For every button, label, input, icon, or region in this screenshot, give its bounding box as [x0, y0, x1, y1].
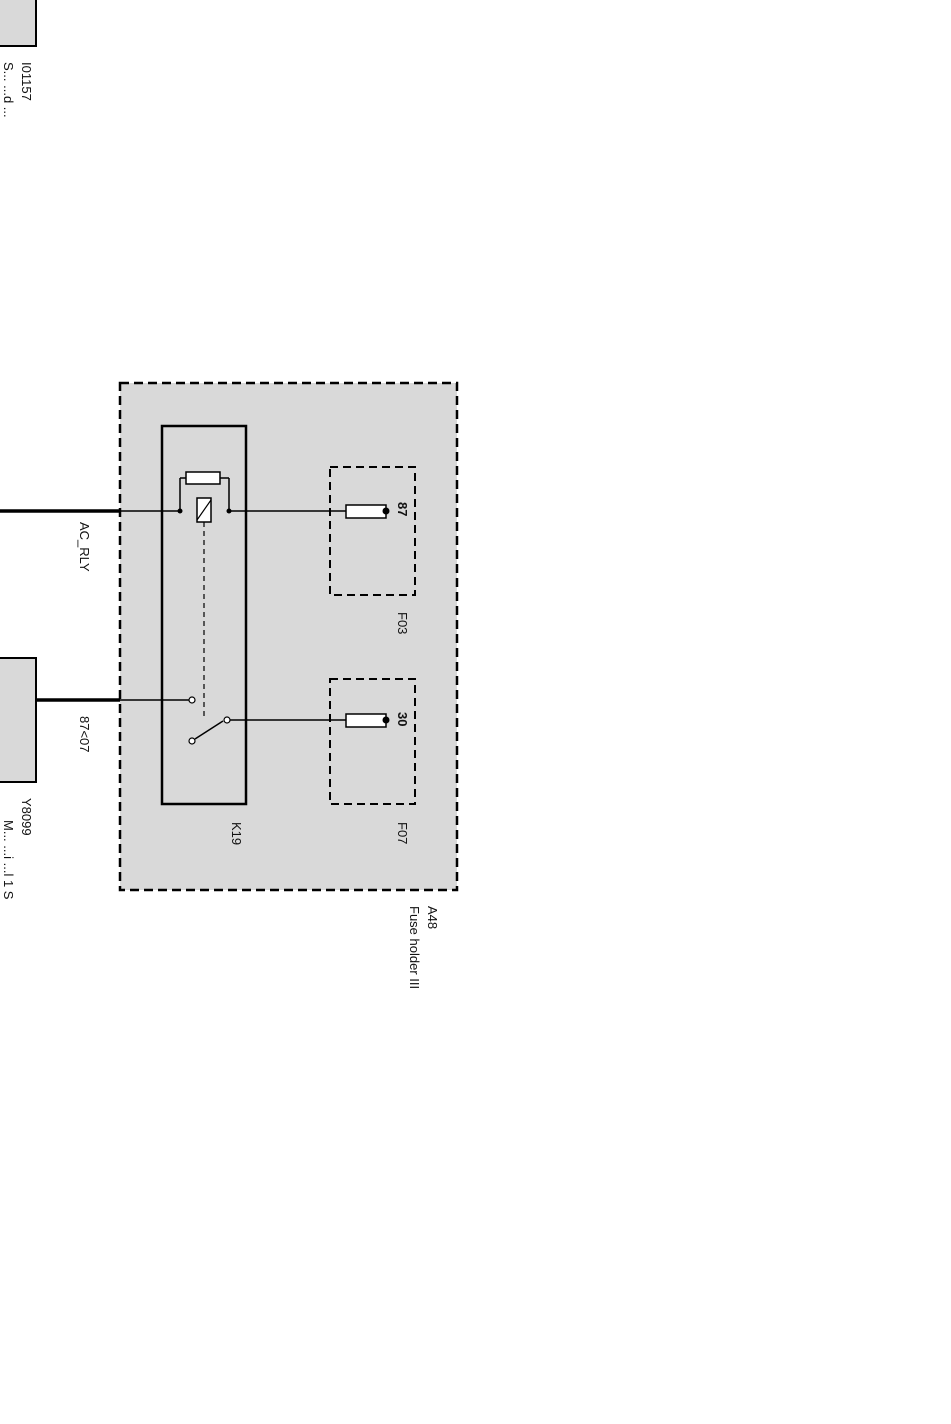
relay-coil-icon: [177, 471, 232, 716]
fuse-f03-id: F03: [395, 612, 410, 634]
fuse-f03-pin: 87: [395, 502, 410, 516]
wire-ac-rly-label: AC_RLY: [77, 522, 92, 572]
fuse-f03: 87 F03: [329, 466, 416, 634]
fuse-f03-outline: [329, 466, 416, 596]
fuse-icon: [345, 504, 390, 519]
fuse-f07-pin: 30: [395, 712, 410, 726]
fuse-holder-a48-outline: [118, 381, 459, 892]
connector-y8099-box: [0, 657, 37, 783]
wire-ac-rly: AC_RLY: [0, 509, 346, 572]
connector-i01157-id: I01157: [19, 62, 34, 101]
fuse-holder-a48-id: A48: [425, 906, 440, 929]
connector-i01157-box: [0, 0, 37, 47]
fuse-f07-outline: [329, 678, 416, 805]
connector-y8099-description: M... ...i ...l 1 S: [1, 820, 16, 900]
connector-y8099: Y8099 M... ...i ...l 1 S: [0, 657, 37, 900]
wire-87-07: 87<07: [36, 698, 346, 753]
relay-switch-contact-icon: [188, 696, 231, 745]
connector-i01157: I01157 S... ...d ...: [0, 0, 37, 118]
fuse-f07-id: F07: [395, 822, 410, 844]
fuse-icon: [345, 713, 390, 728]
relay-k19-id: K19: [229, 822, 244, 845]
relay-k19-box: [160, 424, 248, 806]
fuse-holder-a48: A48 Fuse holder III: [118, 381, 459, 989]
connector-i01157-description: S... ...d ...: [1, 62, 16, 118]
fuse-f07: 30 F07: [329, 678, 416, 844]
fuse-holder-a48-name: Fuse holder III: [407, 906, 422, 989]
connector-y8099-id: Y8099: [19, 798, 34, 836]
wire-87-07-label: 87<07: [77, 716, 92, 753]
relay-k19: K19: [160, 424, 248, 845]
